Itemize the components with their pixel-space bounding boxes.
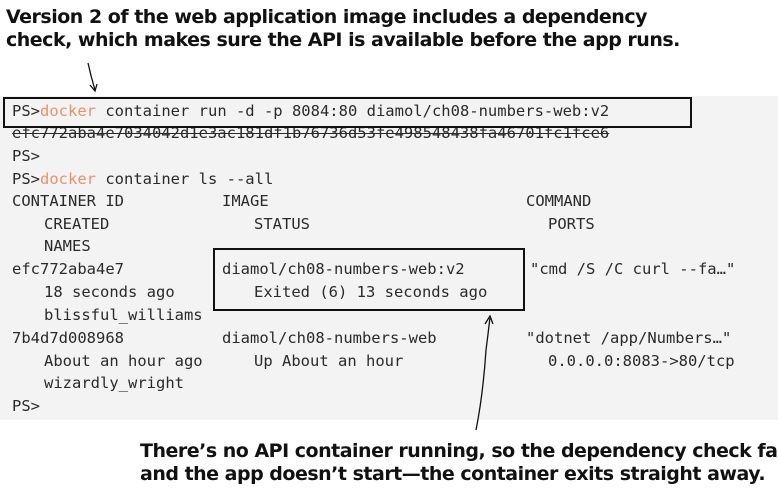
header-image: IMAGE — [222, 192, 269, 210]
command-line-run: PS>docker container run -d -p 8084:80 di… — [12, 100, 609, 122]
row-status: Up About an hour — [254, 352, 404, 370]
row-ports: 0.0.0.0:8083->80/tcp — [548, 352, 735, 370]
header-status: STATUS — [254, 215, 310, 233]
row-image: diamol/ch08-numbers-web — [222, 329, 437, 347]
command-line-ls: PS>docker container ls --all — [12, 168, 273, 190]
header-ports: PORTS — [548, 215, 595, 233]
run-output-container-id: efc772aba4e7034042d1e3ac181df1b76736d53f… — [12, 124, 610, 142]
command-keyword: docker — [40, 102, 96, 120]
header-names: NAMES — [44, 237, 91, 255]
header-row-3: NAMES — [12, 235, 772, 257]
row-created: 18 seconds ago — [44, 283, 175, 301]
prompt-final: PS> — [12, 397, 40, 415]
annotation-top-line-2: check, which makes sure the API is avail… — [6, 29, 680, 51]
header-created: CREATED — [44, 215, 110, 233]
table-row: 7b4d7d008968 diamol/ch08-numbers-web "do… — [12, 327, 772, 349]
terminal-window[interactable]: PS>docker container run -d -p 8084:80 di… — [0, 96, 778, 420]
annotation-top-line-1: Version 2 of the web application image i… — [6, 6, 647, 28]
table-row-name: blissful_williams — [12, 304, 772, 326]
annotation-bottom-line-1: There’s no API container running, so the… — [140, 440, 778, 462]
header-command: COMMAND — [526, 192, 592, 210]
row-container-id: 7b4d7d008968 — [12, 329, 124, 347]
row-command: "dotnet /app/Numbers…" — [526, 329, 732, 347]
header-row-1: CONTAINER ID IMAGE COMMAND — [12, 190, 772, 212]
arrow-top — [87, 62, 98, 93]
prompt: PS> — [12, 170, 40, 188]
header-container-id: CONTAINER ID — [12, 192, 124, 210]
command-keyword: docker — [40, 170, 96, 188]
annotation-top: Version 2 of the web application image i… — [6, 6, 680, 52]
command-args: container run -d -p 8084:80 diamol/ch08-… — [96, 102, 610, 120]
header-row-2: CREATED STATUS PORTS — [12, 213, 772, 235]
prompt-empty: PS> — [12, 147, 40, 165]
row-image: diamol/ch08-numbers-web:v2 — [222, 260, 465, 278]
annotation-bottom-line-2: and the app doesn’t start—the container … — [140, 463, 766, 485]
row-created: About an hour ago — [44, 352, 203, 370]
table-row: efc772aba4e7 diamol/ch08-numbers-web:v2 … — [12, 258, 772, 280]
command-args: container ls --all — [96, 170, 274, 188]
row-status: Exited (6) 13 seconds ago — [254, 283, 488, 301]
table-row-detail: About an hour ago Up About an hour 0.0.0… — [12, 350, 772, 372]
annotation-bottom: There’s no API container running, so the… — [140, 440, 778, 486]
row-command: "cmd /S /C curl --fa…" — [530, 260, 736, 278]
row-name: wizardly_wright — [44, 374, 184, 392]
table-row-detail: 18 seconds ago Exited (6) 13 seconds ago — [12, 281, 772, 303]
row-container-id: efc772aba4e7 — [12, 260, 124, 278]
prompt: PS> — [12, 102, 40, 120]
table-row-name: wizardly_wright — [12, 372, 772, 394]
row-name: blissful_williams — [44, 306, 203, 324]
